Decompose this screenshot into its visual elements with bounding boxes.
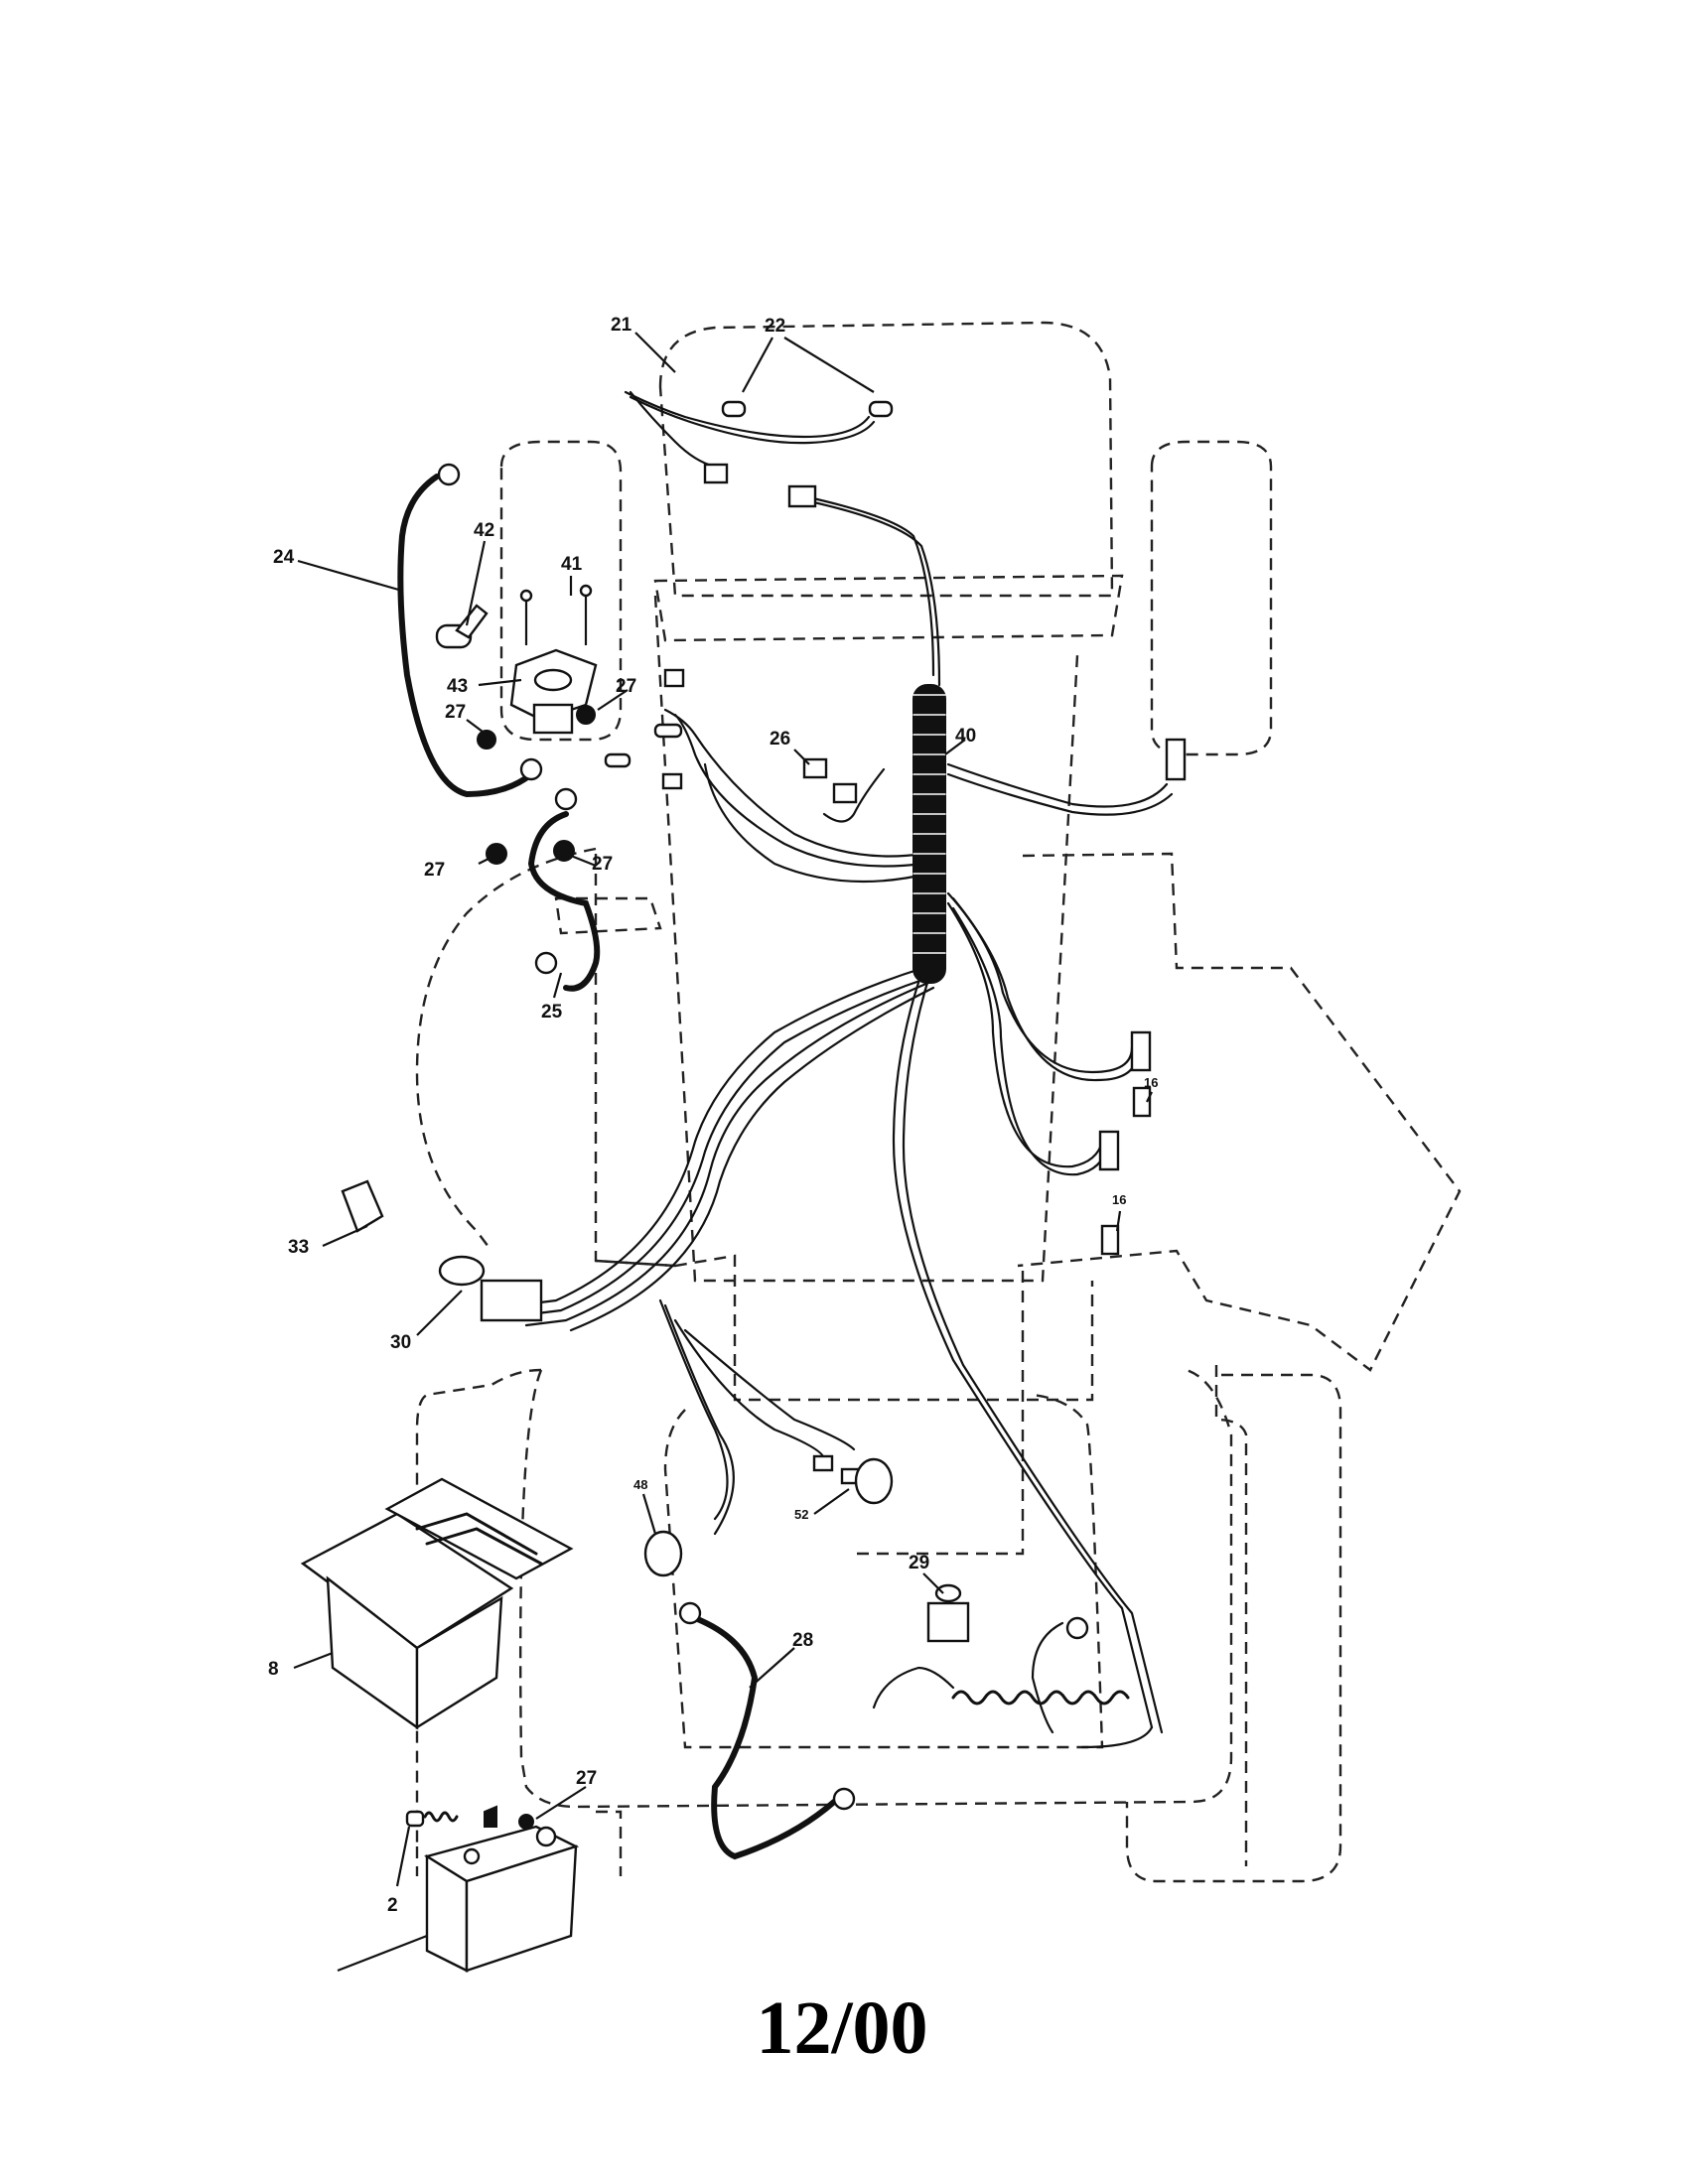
battery (405, 1805, 580, 1973)
connector (653, 723, 683, 739)
connector (1098, 1130, 1120, 1171)
callout-27: 27 (616, 676, 636, 697)
nut (553, 840, 575, 862)
callout-2: 2 (387, 1895, 398, 1916)
callout-27: 27 (576, 1768, 597, 1789)
callout-16: 16 (1112, 1192, 1126, 1207)
nut (518, 1814, 534, 1830)
revision-date: 12/00 (756, 1986, 928, 2070)
callout-26: 26 (770, 729, 790, 750)
switch (926, 1583, 970, 1643)
leader-lines (293, 332, 1153, 1973)
connector (663, 668, 685, 688)
callout-8: 8 (268, 1659, 279, 1680)
callout-27: 27 (592, 854, 613, 875)
ring-terminal (519, 757, 543, 781)
connector (1132, 1086, 1152, 1118)
ring-terminal (832, 1787, 856, 1811)
connector (1165, 738, 1187, 781)
callout-29: 29 (909, 1553, 929, 1573)
callout-28: 28 (792, 1630, 813, 1651)
callout-33: 33 (288, 1237, 309, 1258)
harness-wires (397, 390, 1174, 1860)
ring-terminal (437, 463, 461, 486)
callout-21: 21 (611, 315, 632, 336)
callout-43: 43 (447, 676, 468, 697)
connector (703, 463, 729, 484)
callout-48: 48 (633, 1477, 647, 1492)
callout-40: 40 (955, 726, 976, 747)
fuse-holder (435, 604, 489, 649)
callout-27: 27 (424, 860, 445, 881)
connector (812, 1454, 834, 1472)
ring-terminal (678, 1601, 702, 1625)
solenoid (509, 584, 598, 735)
nut (477, 730, 496, 750)
battery-box (300, 1477, 574, 1730)
nut (576, 705, 596, 725)
connector (1100, 1224, 1120, 1256)
ring-terminal (554, 787, 578, 811)
nut (486, 843, 507, 865)
connector (832, 782, 858, 804)
ring-terminal (534, 951, 558, 975)
callout-27: 27 (445, 702, 466, 723)
callout-16: 16 (1144, 1075, 1158, 1090)
callout-30: 30 (390, 1332, 411, 1353)
callout-22: 22 (765, 316, 785, 337)
callouts: 21 22 24 42 41 43 27 27 27 27 26 40 25 1… (268, 315, 1158, 1916)
ignition-switch (438, 1255, 543, 1322)
callout-52: 52 (794, 1507, 808, 1522)
callout-42: 42 (474, 520, 494, 541)
callout-25: 25 (541, 1002, 563, 1023)
connector (661, 772, 683, 790)
bulb-socket (643, 1530, 683, 1577)
connector (787, 484, 817, 508)
headlight-bulbs (721, 400, 894, 418)
connector (604, 752, 632, 768)
conduit-loom (912, 684, 946, 984)
bulb-socket (854, 1457, 894, 1505)
callout-41: 41 (561, 554, 583, 575)
regulator (341, 1179, 384, 1233)
coiled-cable (872, 1666, 1130, 1709)
connector (1130, 1030, 1152, 1072)
ring-terminal (1065, 1616, 1089, 1640)
callout-24: 24 (273, 547, 295, 568)
